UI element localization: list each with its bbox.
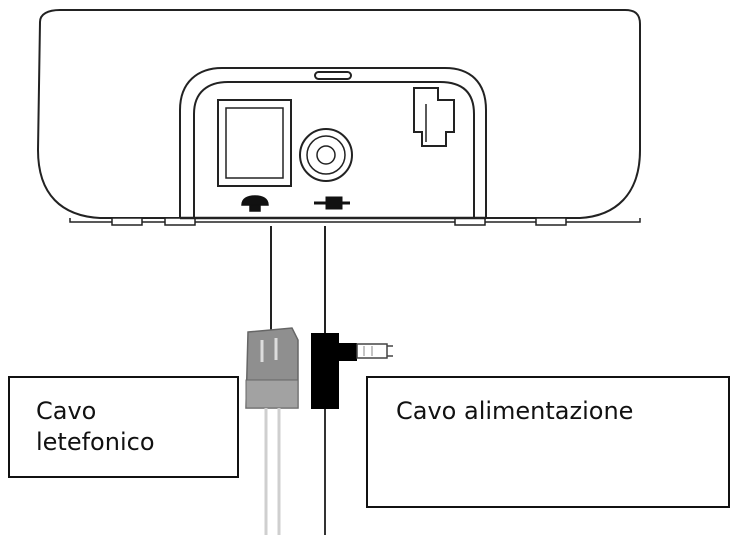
phone-socket (217, 99, 292, 187)
power-cable-label: Cavo alimentazione (366, 376, 730, 508)
phone-plug (245, 327, 299, 535)
phone-cable-label-line-1: Cavo (36, 397, 97, 425)
phone-cable-label-line-2: letefonico (36, 428, 155, 456)
power-cable-label-text: Cavo alimentazione (396, 397, 634, 425)
phone-cable-label: Cavo letefonico (8, 376, 239, 478)
cable-clip (413, 87, 455, 147)
power-port-icon (314, 196, 350, 210)
power-plug (311, 333, 393, 535)
cable-lines (270, 226, 326, 335)
phone-port-icon (241, 195, 269, 212)
rear-recess (179, 67, 487, 220)
power-jack (299, 128, 353, 182)
base-station-housing (36, 9, 641, 226)
